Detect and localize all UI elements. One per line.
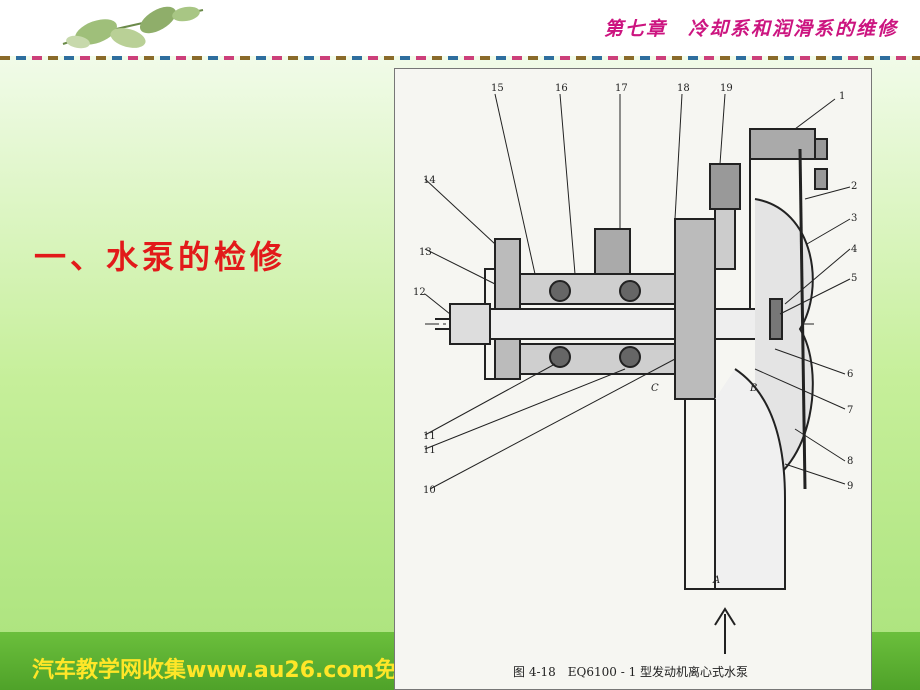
region-label-b: B <box>749 383 757 394</box>
callout-6: 6 <box>847 369 853 380</box>
chapter-title: 第七章 冷却系和润滑系的维修 <box>603 18 898 40</box>
section-heading: 一、水泵的检修 <box>34 238 287 276</box>
region-label-a: A <box>712 575 720 586</box>
up-arrow-icon <box>714 607 736 654</box>
callout-17: 17 <box>615 83 628 94</box>
callout-9: 9 <box>847 481 853 492</box>
water-pump-diagram: 1 2 3 4 5 6 7 8 9 10 11 11 12 13 14 15 1… <box>394 68 872 690</box>
callout-11b: 11 <box>423 445 436 456</box>
callout-13: 13 <box>419 247 432 258</box>
callout-8: 8 <box>847 456 853 467</box>
region-label-c: C <box>651 383 659 394</box>
callout-14: 14 <box>423 175 436 186</box>
leaf-branch-icon <box>62 6 204 49</box>
figure-caption: 图 4-18 EQ6100 - 1 型发动机离心式水泵 <box>513 665 749 679</box>
header-divider <box>0 56 920 60</box>
callout-11a: 11 <box>423 431 436 442</box>
footer-text: 汽车教学网收集www.au26.com免费汽 <box>32 658 441 683</box>
callout-15: 15 <box>491 83 504 94</box>
callout-19: 19 <box>720 83 733 94</box>
callout-1: 1 <box>839 91 845 102</box>
callout-18: 18 <box>677 83 690 94</box>
callout-3: 3 <box>851 213 857 224</box>
callout-4: 4 <box>851 244 857 255</box>
callout-2: 2 <box>851 181 857 192</box>
callout-12: 12 <box>413 287 426 298</box>
callout-16: 16 <box>555 83 568 94</box>
callout-7: 7 <box>847 405 853 416</box>
callout-5: 5 <box>851 273 857 284</box>
pump-drawing: 1 2 3 4 5 6 7 8 9 10 11 11 12 13 14 15 1… <box>413 83 857 654</box>
callout-10: 10 <box>423 485 436 496</box>
header-bar: 第七章 冷却系和润滑系的维修 <box>0 0 920 56</box>
